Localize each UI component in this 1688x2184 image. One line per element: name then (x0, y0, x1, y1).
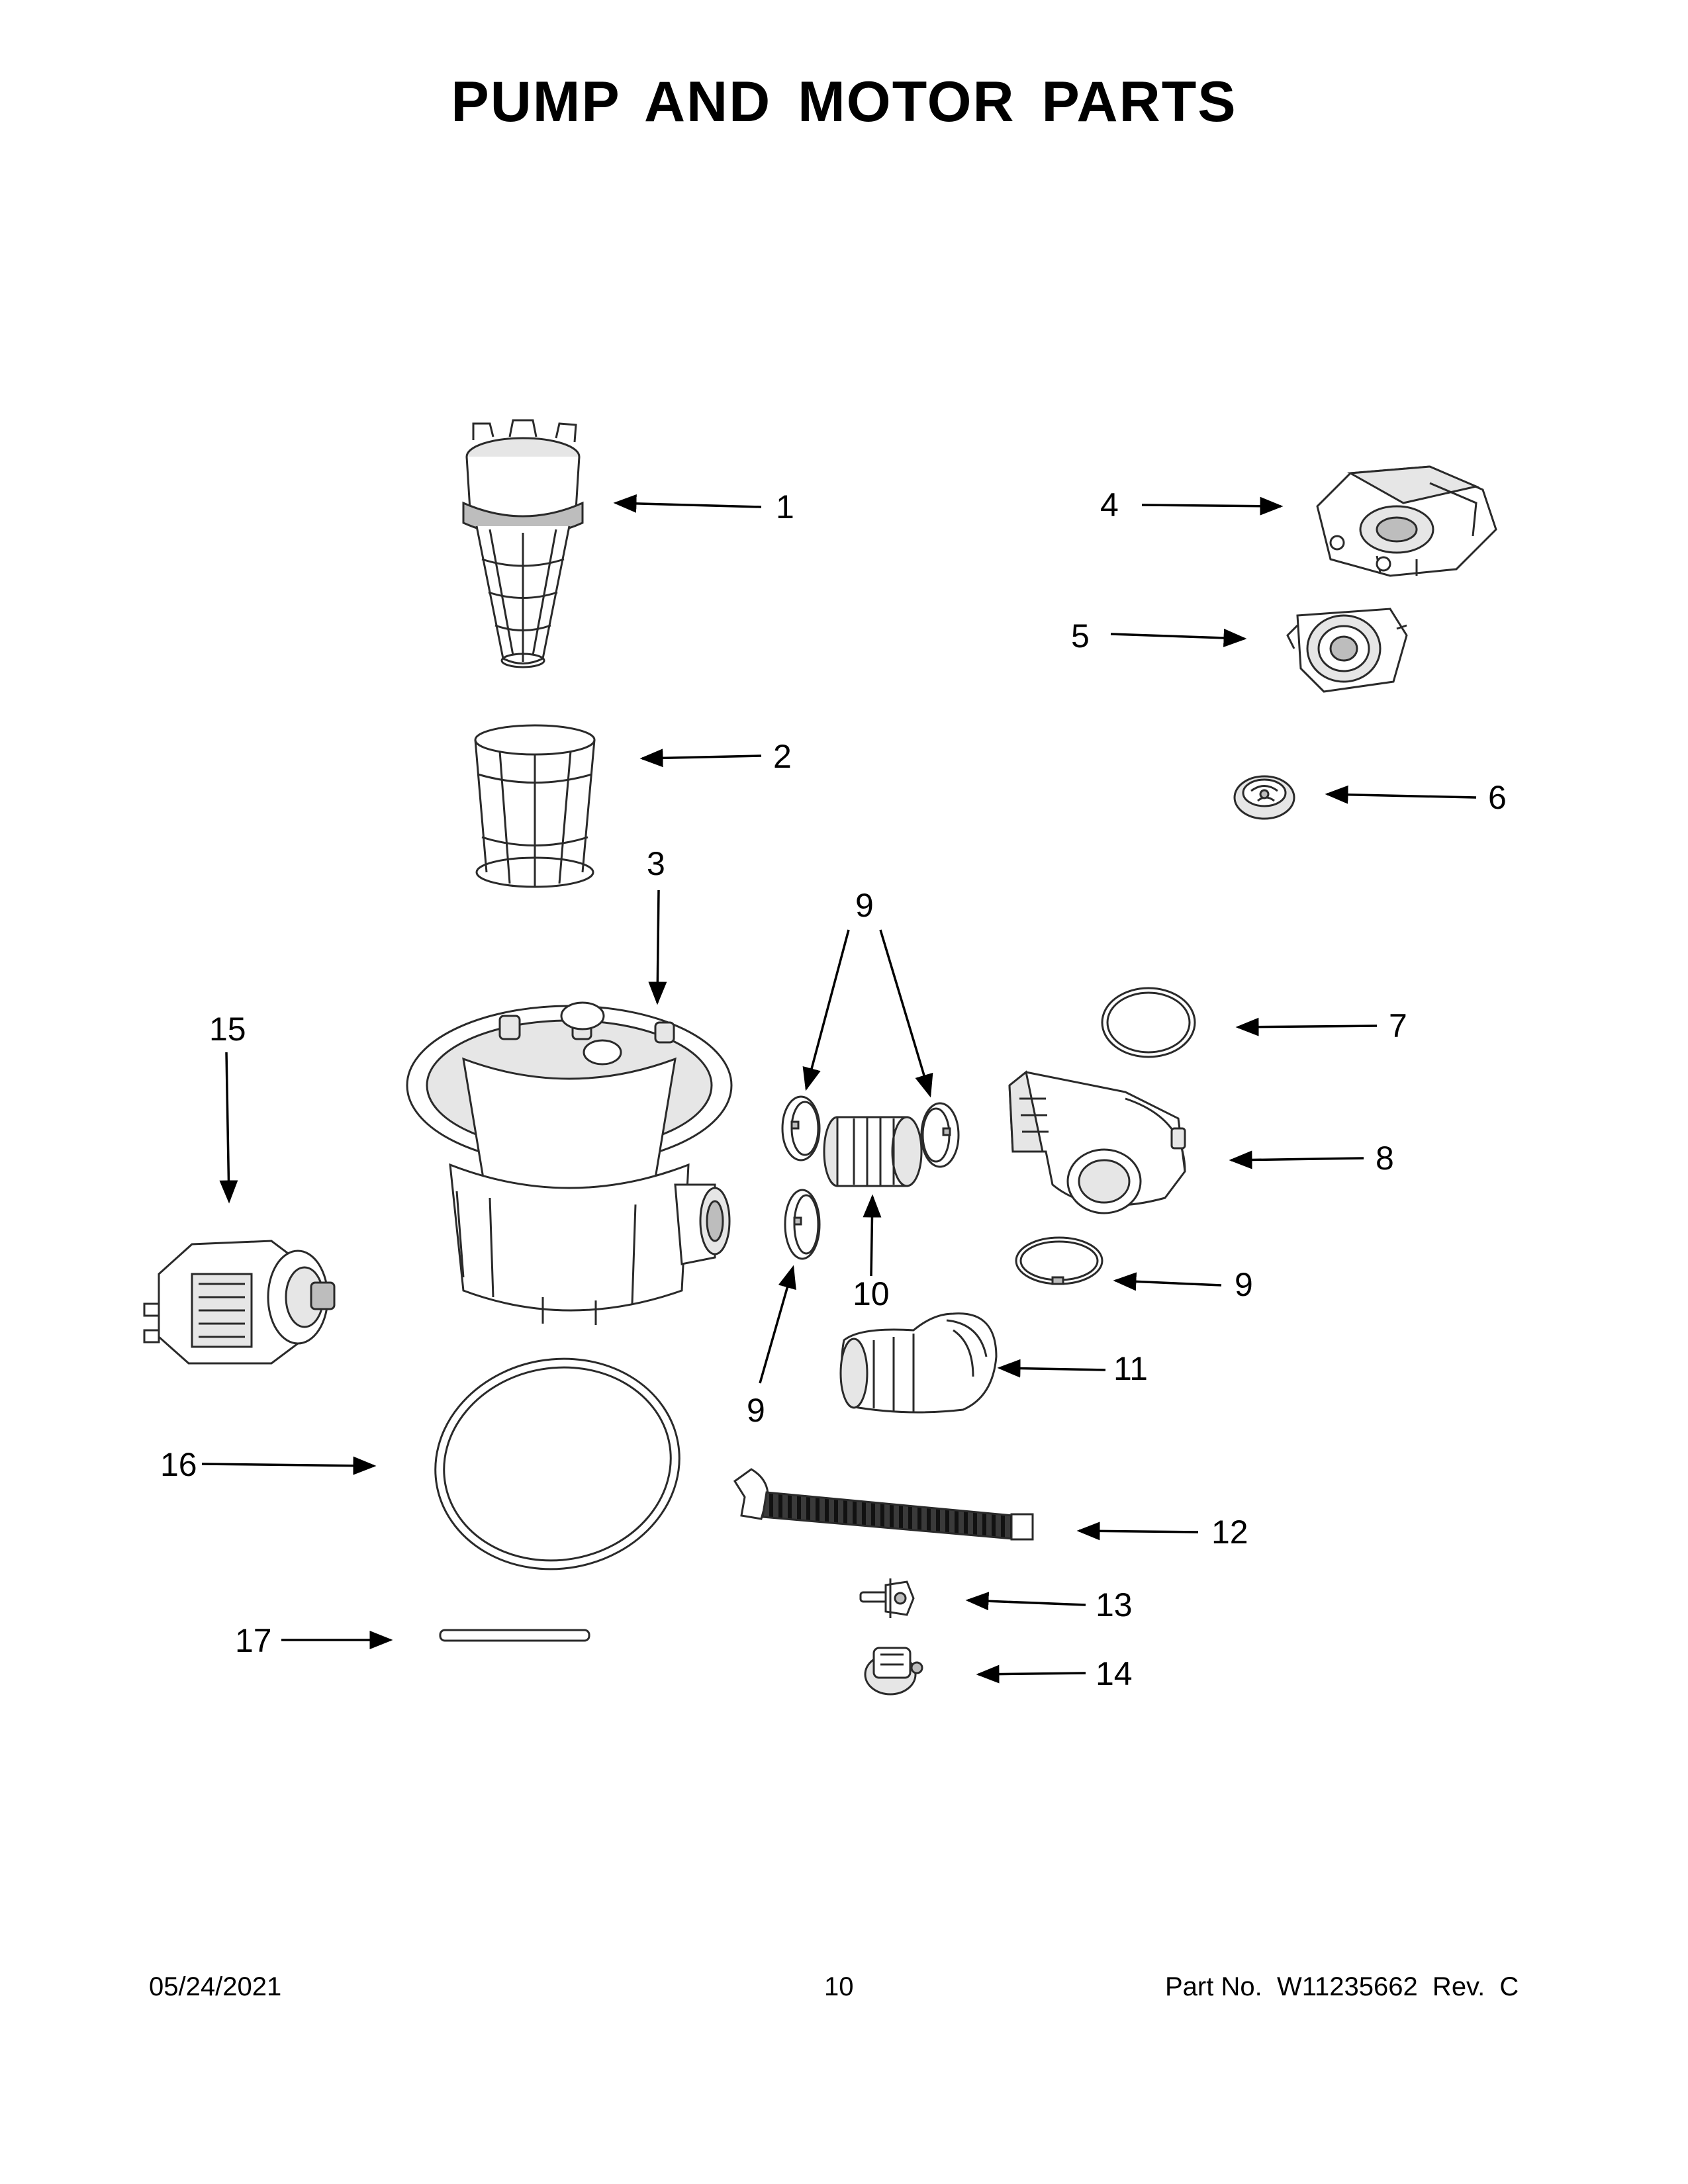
callout-6: 6 (1488, 779, 1507, 816)
part-12-drain-hose (733, 1468, 1034, 1541)
callout-labels: 1 2 3 4 5 6 7 8 9 9 9 10 11 12 13 14 15 … (160, 486, 1507, 1692)
part-9-clamp-right (1015, 1236, 1103, 1285)
part-10-bellows-hose (823, 1116, 923, 1187)
part-8-heater-housing (1008, 1070, 1186, 1214)
part-13-drain-fitting (859, 1578, 915, 1618)
leader-12 (1076, 1522, 1199, 1541)
part-11-elbow-hose (839, 1312, 998, 1414)
part-6-impeller (1233, 775, 1295, 820)
callout-16: 16 (160, 1446, 197, 1483)
part-4-wash-motor (1316, 465, 1497, 577)
callout-3: 3 (647, 845, 665, 882)
leader-9c (1113, 1272, 1222, 1291)
callout-14: 14 (1096, 1655, 1133, 1692)
leader-1 (613, 494, 762, 513)
part-9-clamp-lower (784, 1189, 821, 1260)
leader-6 (1325, 785, 1477, 804)
callout-15: 15 (209, 1011, 246, 1048)
leader-9a (802, 929, 850, 1091)
leader-2 (639, 749, 762, 768)
part-14-turbidity-sensor (864, 1647, 923, 1696)
callout-12: 12 (1211, 1514, 1248, 1551)
part-15-drain-pump (143, 1240, 336, 1365)
part-9-clamp-upper-right (920, 1102, 960, 1168)
leader-10 (863, 1194, 882, 1277)
callout-1: 1 (776, 488, 794, 525)
footer-date: 05/24/2021 (149, 1972, 282, 2001)
leader-8 (1229, 1150, 1364, 1169)
footer-page-number: 10 (824, 1972, 854, 2001)
leader-13 (965, 1592, 1086, 1611)
callout-4: 4 (1100, 486, 1119, 523)
leader-9d (759, 1265, 796, 1384)
leader-15 (219, 1052, 238, 1204)
callout-13: 13 (1096, 1586, 1133, 1623)
part-7-o-ring (1101, 987, 1196, 1058)
leader-11 (997, 1359, 1106, 1378)
callout-10: 10 (853, 1275, 890, 1312)
callout-8: 8 (1376, 1140, 1394, 1177)
callout-11: 11 (1113, 1350, 1148, 1387)
footer-part-number: Part No. W11235662 Rev. C (1165, 1972, 1519, 2001)
leader-3 (648, 889, 667, 1005)
leader-lines (201, 494, 1477, 1684)
leader-16 (201, 1456, 377, 1475)
part-2-filter-screen (474, 724, 596, 888)
leader-4 (1141, 496, 1284, 516)
leader-14 (976, 1664, 1086, 1684)
leader-9b (879, 929, 933, 1098)
callout-9-right: 9 (1235, 1266, 1253, 1303)
callout-2: 2 (773, 738, 792, 775)
part-16-sump-gasket (434, 1357, 680, 1570)
callout-9-top: 9 (855, 887, 874, 924)
callout-9-bottom: 9 (747, 1392, 765, 1429)
page-title: PUMP AND MOTOR PARTS (451, 70, 1237, 134)
part-17-pin (439, 1629, 590, 1642)
leader-7 (1235, 1017, 1378, 1036)
callout-5: 5 (1071, 617, 1090, 655)
part-1-filter-assembly (462, 419, 584, 668)
leader-5 (1110, 628, 1247, 647)
part-9-clamp-upper-left (781, 1095, 821, 1161)
part-3-sump-assembly (406, 1001, 733, 1325)
callout-17: 17 (235, 1622, 272, 1659)
callout-7: 7 (1389, 1007, 1407, 1044)
part-5-pump-housing (1286, 608, 1408, 693)
